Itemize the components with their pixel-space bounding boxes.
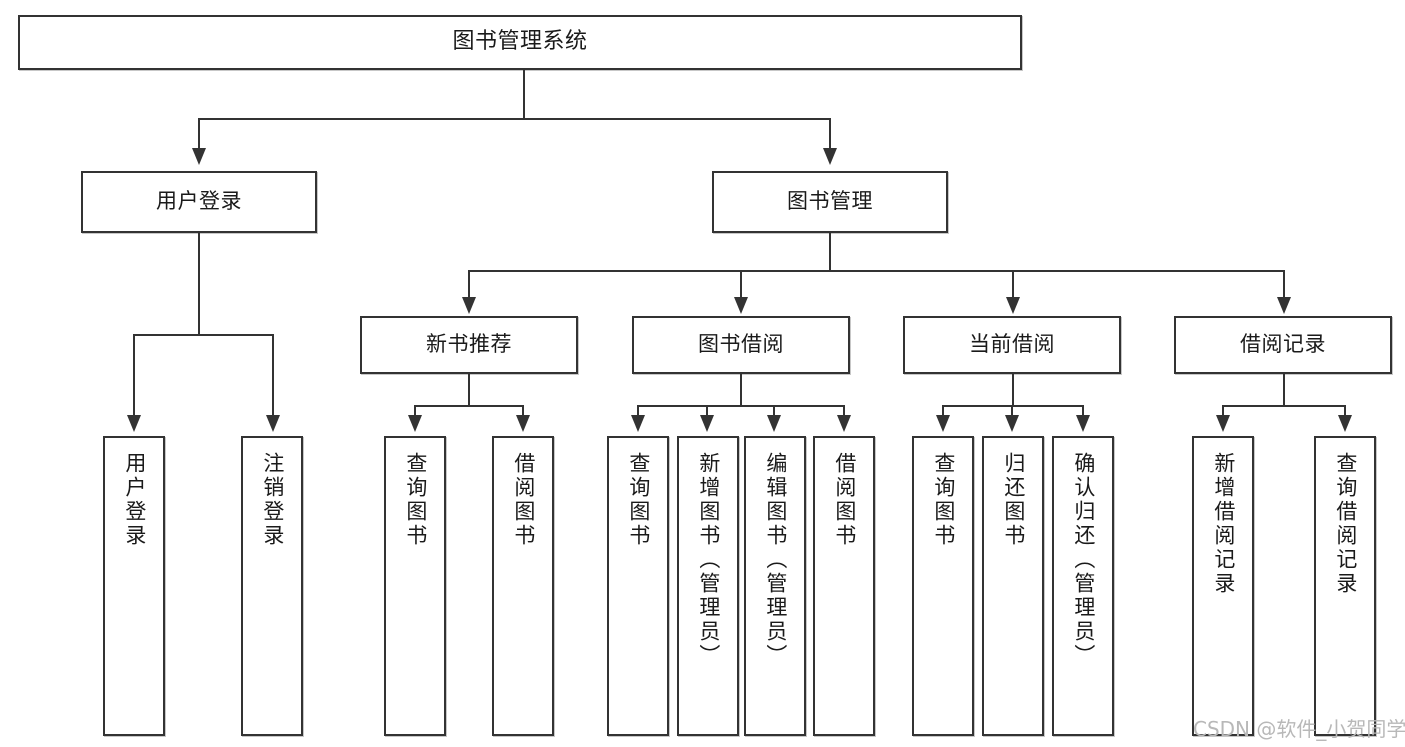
- arrow-to-leaf-logout-login: [266, 415, 280, 432]
- arrow-to-new-book-recommend: [462, 297, 476, 314]
- connector-bm-drop-4: [1283, 270, 1285, 298]
- connector-bm-drop-1: [468, 270, 470, 298]
- connector-user-login-stem: [198, 233, 200, 335]
- leaf-add-record[interactable]: 新增借阅记录: [1192, 436, 1254, 736]
- node-label: 当前借阅: [969, 332, 1055, 357]
- connector-user-login-drop-1: [133, 334, 135, 416]
- connector-bb-drop-2: [706, 405, 708, 417]
- node-label: 注销登录: [260, 452, 285, 548]
- leaf-edit-book[interactable]: 编辑图书（管理员）: [744, 436, 806, 736]
- arrow-to-leaf-add-book: [700, 415, 714, 432]
- connector-bm-drop-2: [740, 270, 742, 298]
- connector-br-bar: [1222, 405, 1346, 407]
- connector-nbr-drop-1: [414, 405, 416, 417]
- node-user-login[interactable]: 用户登录: [81, 171, 317, 233]
- connector-nbr-bar: [414, 405, 524, 407]
- arrow-to-leaf-user-login: [127, 415, 141, 432]
- connector-br-stem: [1283, 374, 1285, 406]
- arrow-to-leaf-add-record: [1216, 415, 1230, 432]
- leaf-query-record[interactable]: 查询借阅记录: [1314, 436, 1376, 736]
- connector-bm-drop-3: [1012, 270, 1014, 298]
- node-book-management-system[interactable]: 图书管理系统: [18, 15, 1022, 70]
- node-label: 归还图书: [1001, 452, 1026, 548]
- connector-bb-drop-3: [773, 405, 775, 417]
- connector-cb-bar: [942, 405, 1084, 407]
- leaf-add-book[interactable]: 新增图书（管理员）: [677, 436, 739, 736]
- arrow-to-book-management: [823, 148, 837, 165]
- leaf-query-book-2[interactable]: 查询图书: [607, 436, 669, 736]
- connector-nbr-drop-2: [522, 405, 524, 417]
- node-borrow-record[interactable]: 借阅记录: [1174, 316, 1392, 374]
- connector-root-drop-left: [198, 118, 200, 150]
- leaf-borrow-book-1[interactable]: 借阅图书: [492, 436, 554, 736]
- node-label: 图书借阅: [698, 332, 784, 357]
- node-label: 编辑图书（管理员）: [763, 452, 788, 668]
- connector-user-login-bar: [133, 334, 274, 336]
- connector-br-drop-2: [1344, 405, 1346, 417]
- node-book-management[interactable]: 图书管理: [712, 171, 948, 233]
- arrow-to-leaf-query-record: [1338, 415, 1352, 432]
- node-label: 确认归还（管理员）: [1071, 452, 1096, 668]
- arrow-to-leaf-query-book-1: [408, 415, 422, 432]
- node-current-borrow[interactable]: 当前借阅: [903, 316, 1121, 374]
- connector-book-management-bar: [468, 270, 1285, 272]
- node-label: 用户登录: [122, 452, 147, 548]
- node-label: 借阅图书: [511, 452, 536, 548]
- leaf-query-book-1[interactable]: 查询图书: [384, 436, 446, 736]
- connector-nbr-stem: [468, 374, 470, 406]
- connector-bb-bar: [637, 405, 845, 407]
- connector-root-bar: [198, 118, 831, 120]
- connector-bb-drop-1: [637, 405, 639, 417]
- connector-root-drop-right: [829, 118, 831, 150]
- connector-cb-drop-3: [1082, 405, 1084, 417]
- node-label: 新增图书（管理员）: [696, 452, 721, 668]
- node-new-book-recommend[interactable]: 新书推荐: [360, 316, 578, 374]
- leaf-return-book[interactable]: 归还图书: [982, 436, 1044, 736]
- connector-cb-stem: [1012, 374, 1014, 406]
- arrow-to-leaf-confirm-return: [1076, 415, 1090, 432]
- leaf-query-book-3[interactable]: 查询图书: [912, 436, 974, 736]
- node-label: 图书管理系统: [452, 29, 588, 55]
- arrow-to-leaf-borrow-book-1: [516, 415, 530, 432]
- node-label: 借阅图书: [832, 452, 857, 548]
- node-label: 借阅记录: [1240, 332, 1326, 357]
- connector-cb-drop-1: [942, 405, 944, 417]
- connector-bb-stem: [740, 374, 742, 406]
- leaf-user-login[interactable]: 用户登录: [103, 436, 165, 736]
- node-book-borrow[interactable]: 图书借阅: [632, 316, 850, 374]
- arrow-to-book-borrow: [734, 297, 748, 314]
- node-label: 新书推荐: [426, 332, 512, 357]
- node-label: 新增借阅记录: [1211, 452, 1236, 596]
- node-label: 查询图书: [931, 452, 956, 548]
- arrow-to-user-login: [192, 148, 206, 165]
- leaf-confirm-return[interactable]: 确认归还（管理员）: [1052, 436, 1114, 736]
- arrow-to-leaf-borrow-book-2: [837, 415, 851, 432]
- node-label: 用户登录: [156, 189, 242, 214]
- leaf-logout-login[interactable]: 注销登录: [241, 436, 303, 736]
- arrow-to-current-borrow: [1006, 297, 1020, 314]
- arrow-to-borrow-record: [1277, 297, 1291, 314]
- leaf-borrow-book-2[interactable]: 借阅图书: [813, 436, 875, 736]
- connector-user-login-drop-2: [272, 334, 274, 416]
- node-label: 查询借阅记录: [1333, 452, 1358, 596]
- arrow-to-leaf-return-book: [1005, 415, 1019, 432]
- connector-cb-drop-2: [1011, 405, 1013, 417]
- connector-bb-drop-4: [843, 405, 845, 417]
- arrow-to-leaf-query-book-2: [631, 415, 645, 432]
- connector-root-stem: [523, 70, 525, 119]
- connector-book-management-stem: [829, 233, 831, 271]
- csdn-watermark: CSDN @软件_小贺同学: [1193, 717, 1405, 741]
- node-label: 查询图书: [403, 452, 428, 548]
- connector-br-drop-1: [1222, 405, 1224, 417]
- arrow-to-leaf-query-book-3: [936, 415, 950, 432]
- node-label: 图书管理: [787, 189, 873, 214]
- arrow-to-leaf-edit-book: [767, 415, 781, 432]
- node-label: 查询图书: [626, 452, 651, 548]
